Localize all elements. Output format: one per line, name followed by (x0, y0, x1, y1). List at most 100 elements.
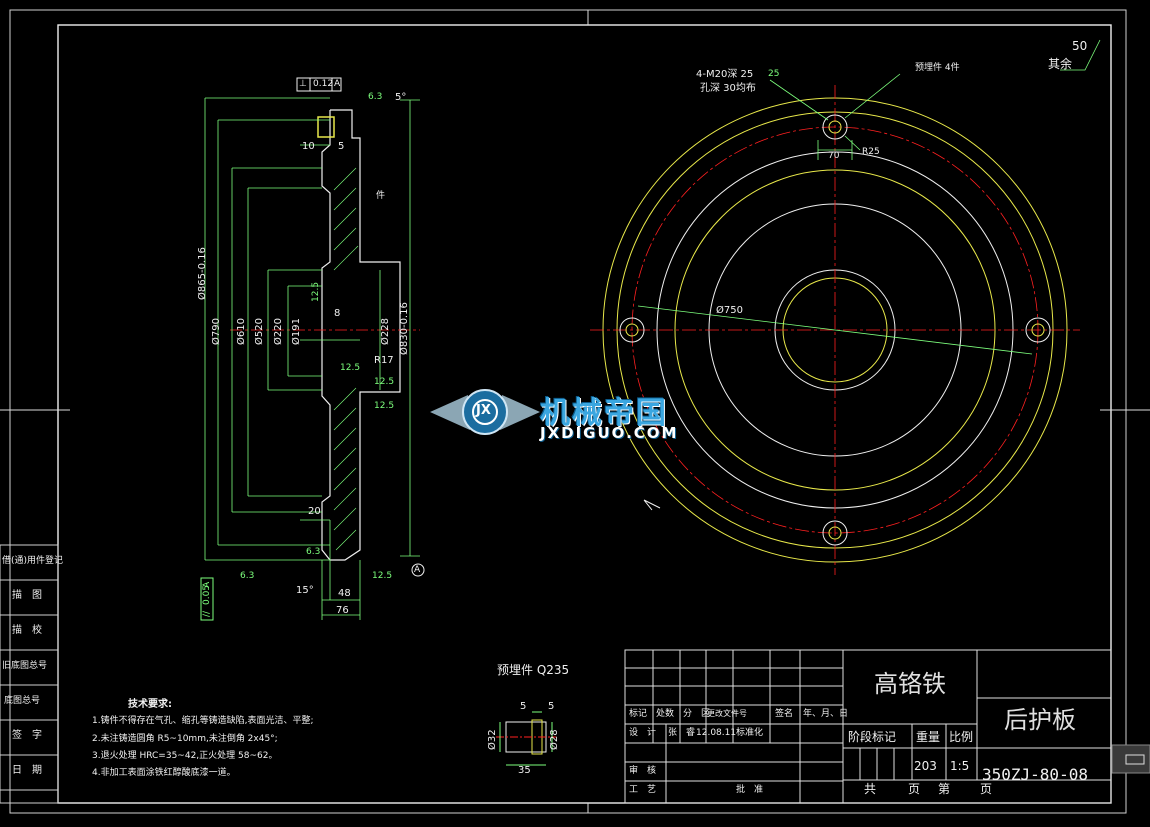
review-label: 审 核 (629, 766, 657, 776)
insert-callout: 件 (376, 191, 386, 201)
drawing-number: 350ZJ-80-08 (982, 765, 1088, 784)
extension-lines (204, 97, 420, 620)
outer-frame (9, 9, 1127, 814)
insert-detail-title: 预埋件 Q235 (497, 663, 570, 677)
watermark-logo (430, 389, 540, 435)
tech-requirement-item: 3.退火处理 HRC=35~42,正火处理 58~62。 (92, 751, 278, 761)
roughness-label: 12.5 (374, 377, 395, 387)
side-row-label: 底图总号 (4, 696, 41, 706)
insert-detail-shape (496, 711, 556, 766)
side-row-label: 旧底图总号 (2, 661, 48, 671)
roughness-label: 6.3 (240, 571, 255, 581)
tech-requirement-item: 1.铸件不得存在气孔、缩孔等铸造缺陷,表面光洁、平整; (92, 716, 314, 726)
material-label: 高铬铁 (874, 670, 946, 698)
tolerance-value: 0.12 (313, 79, 334, 89)
sheet-label: 页 (908, 782, 921, 796)
bottom-frame-symbol: // (202, 610, 212, 617)
title-block-grid (624, 649, 1112, 804)
title-header-cell: 更改文件号 (707, 709, 747, 718)
diameter-label: Ø865-0.16 (197, 247, 208, 300)
diameter-label: Ø28 (549, 729, 560, 750)
side-row-label: 描 图 (12, 590, 42, 601)
roughness-rest-value: 50 (1072, 39, 1088, 53)
title-header-cell: 标记 (629, 709, 648, 719)
hole-note: 孔深 30均布 (700, 83, 756, 94)
roughness-label: 12.5 (374, 401, 395, 411)
diameter-label: Ø610 (236, 318, 247, 345)
dimension-label: 5 (338, 141, 345, 152)
tolerance-frame-bottom (200, 577, 214, 621)
side-row-label: 描 校 (12, 625, 42, 636)
plan-centerlines (590, 85, 1080, 575)
tech-requirement-item: 4.非加工表面涂铁红醇酸底漆一道。 (92, 768, 236, 778)
radius-label: R17 (374, 355, 394, 366)
roughness-label: 6.3 (368, 92, 383, 102)
process-label: 工 艺 (629, 785, 657, 795)
title-header-cell: 签名 (775, 709, 794, 719)
section-hatch (333, 167, 359, 551)
draft-angle-label: 5° (395, 92, 407, 103)
dimension-label: 48 (338, 588, 351, 599)
roughness-label: 25 (768, 69, 780, 79)
tolerance-datum: A (334, 79, 341, 89)
part-name: 后护板 (1004, 706, 1076, 734)
weight-value: 203 (914, 759, 937, 773)
plan-holes (619, 114, 1051, 546)
weight-label: 重量 (916, 730, 941, 744)
datum-label: A (414, 565, 421, 575)
diameter-label: Ø32 (487, 729, 498, 750)
diameter-label: Ø228 (380, 318, 391, 345)
radius-label: R25 (862, 147, 880, 157)
designer-name: 张 睿 (668, 728, 696, 738)
roughness-label: 6.3 (306, 547, 321, 557)
stage-label: 阶段标记 (848, 730, 897, 744)
watermark-logo-text: JX (476, 403, 491, 418)
side-row-label: 日 期 (12, 765, 42, 776)
diameter-label: Ø830-0.16 (399, 302, 410, 355)
diameter-label: Ø520 (254, 318, 265, 345)
dimension-label: 70 (828, 151, 840, 161)
roughness-label: 12.5 (311, 281, 321, 302)
tolerance-frame-top (296, 77, 342, 92)
title-header-cell: 分 区 (683, 709, 711, 719)
dimension-label: 20 (308, 506, 321, 517)
inner-frame (57, 24, 1112, 804)
dimension-label: 76 (336, 605, 349, 616)
side-row-label: 借(通)用件登记 (2, 556, 64, 566)
tech-requirement-item: 2.未注铸造圆角 R5~10mm,未注倒角 2x45°; (92, 734, 278, 744)
dimension-label: 35 (518, 765, 531, 776)
diameter-label: Ø750 (716, 305, 743, 316)
title-header-cell: 处数 (656, 709, 675, 719)
keyboard-icon (1111, 744, 1150, 774)
diameter-label: Ø790 (211, 318, 222, 345)
roughness-label: 12.5 (372, 571, 393, 581)
roughness-rest-label: 其余 (1048, 57, 1073, 71)
datum-circle (411, 563, 425, 577)
dimension-label: 10 (302, 141, 315, 152)
bottom-frame-datum: A (202, 581, 212, 588)
insert-note: 预埋件 4件 (915, 63, 960, 73)
dimension-label: 8 (334, 308, 341, 319)
approve-label: 批 准 (736, 785, 764, 795)
scale-value: 1:5 (950, 759, 970, 773)
dimension-label: 5 (520, 701, 527, 712)
dimension-label: 5 (548, 701, 555, 712)
section-profile (321, 109, 401, 561)
design-date: 12.08.11 (696, 728, 737, 738)
page-suffix: 页 (980, 782, 993, 796)
tech-requirements-title: 技术要求: (128, 699, 172, 710)
tolerance-symbol: ⊥ (299, 79, 307, 89)
diameter-label: Ø191 (291, 318, 302, 345)
total-label: 共 (864, 782, 877, 796)
standard-label: 标准化 (736, 728, 764, 738)
insert-bolt (317, 116, 335, 138)
watermark-en: JXDIGUO.COM (540, 424, 679, 442)
side-row-label: 签 字 (12, 730, 42, 741)
watermark-cn: 机械帝国 (540, 396, 668, 431)
roughness-label: 12.5 (340, 363, 361, 373)
draft-angle-label: 15° (296, 585, 314, 596)
page-label: 第 (938, 782, 951, 796)
scale-label: 比例 (949, 730, 974, 744)
title-header-cell: 年、月、日 (803, 709, 849, 719)
plan-dimension-lines (637, 39, 1101, 355)
